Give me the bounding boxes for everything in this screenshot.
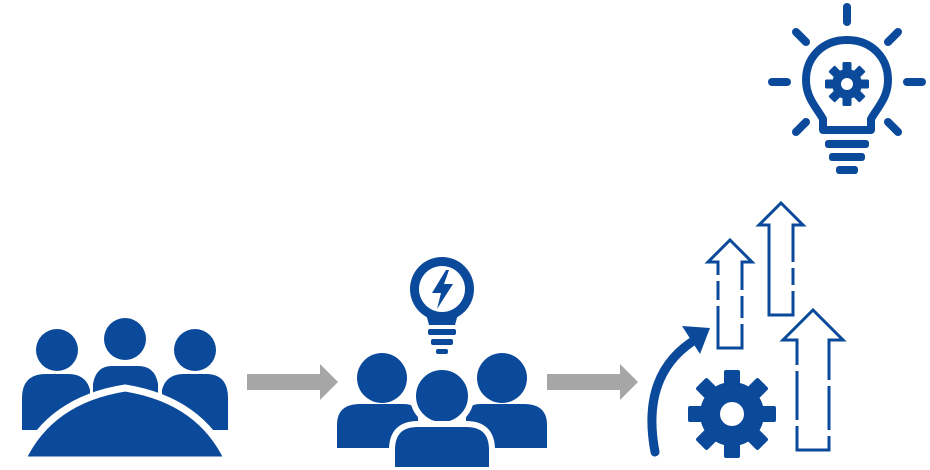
innovation-lightbulb-icon [768,3,926,174]
team-person-center [389,364,495,470]
light-rays [768,3,926,136]
bulb-base-tip [836,166,858,174]
idea-bulb-icon [410,257,474,354]
curved-arrow-icon [647,333,703,457]
lightning-bolt-icon [432,270,453,309]
gear-icon [688,370,776,458]
person-head-center [104,318,146,360]
right-arrow-icon [247,364,338,400]
team-idea-icon [337,257,547,470]
bulb-outline [802,36,892,134]
bulb-base-ring [829,153,865,161]
curved-arrow-head [682,326,710,354]
bulb-base-ring [825,140,869,148]
up-arrow-icon [755,200,807,317]
person-head-right [174,329,216,371]
up-arrow-icon [704,237,756,350]
meeting-group-icon [18,318,232,464]
growth-process-icon [647,200,847,458]
meeting-table [18,384,232,464]
bulb-gear-icon [825,62,869,106]
up-arrow-icon [779,307,847,452]
person-head-left [36,329,78,371]
right-arrow-icon [547,364,638,400]
